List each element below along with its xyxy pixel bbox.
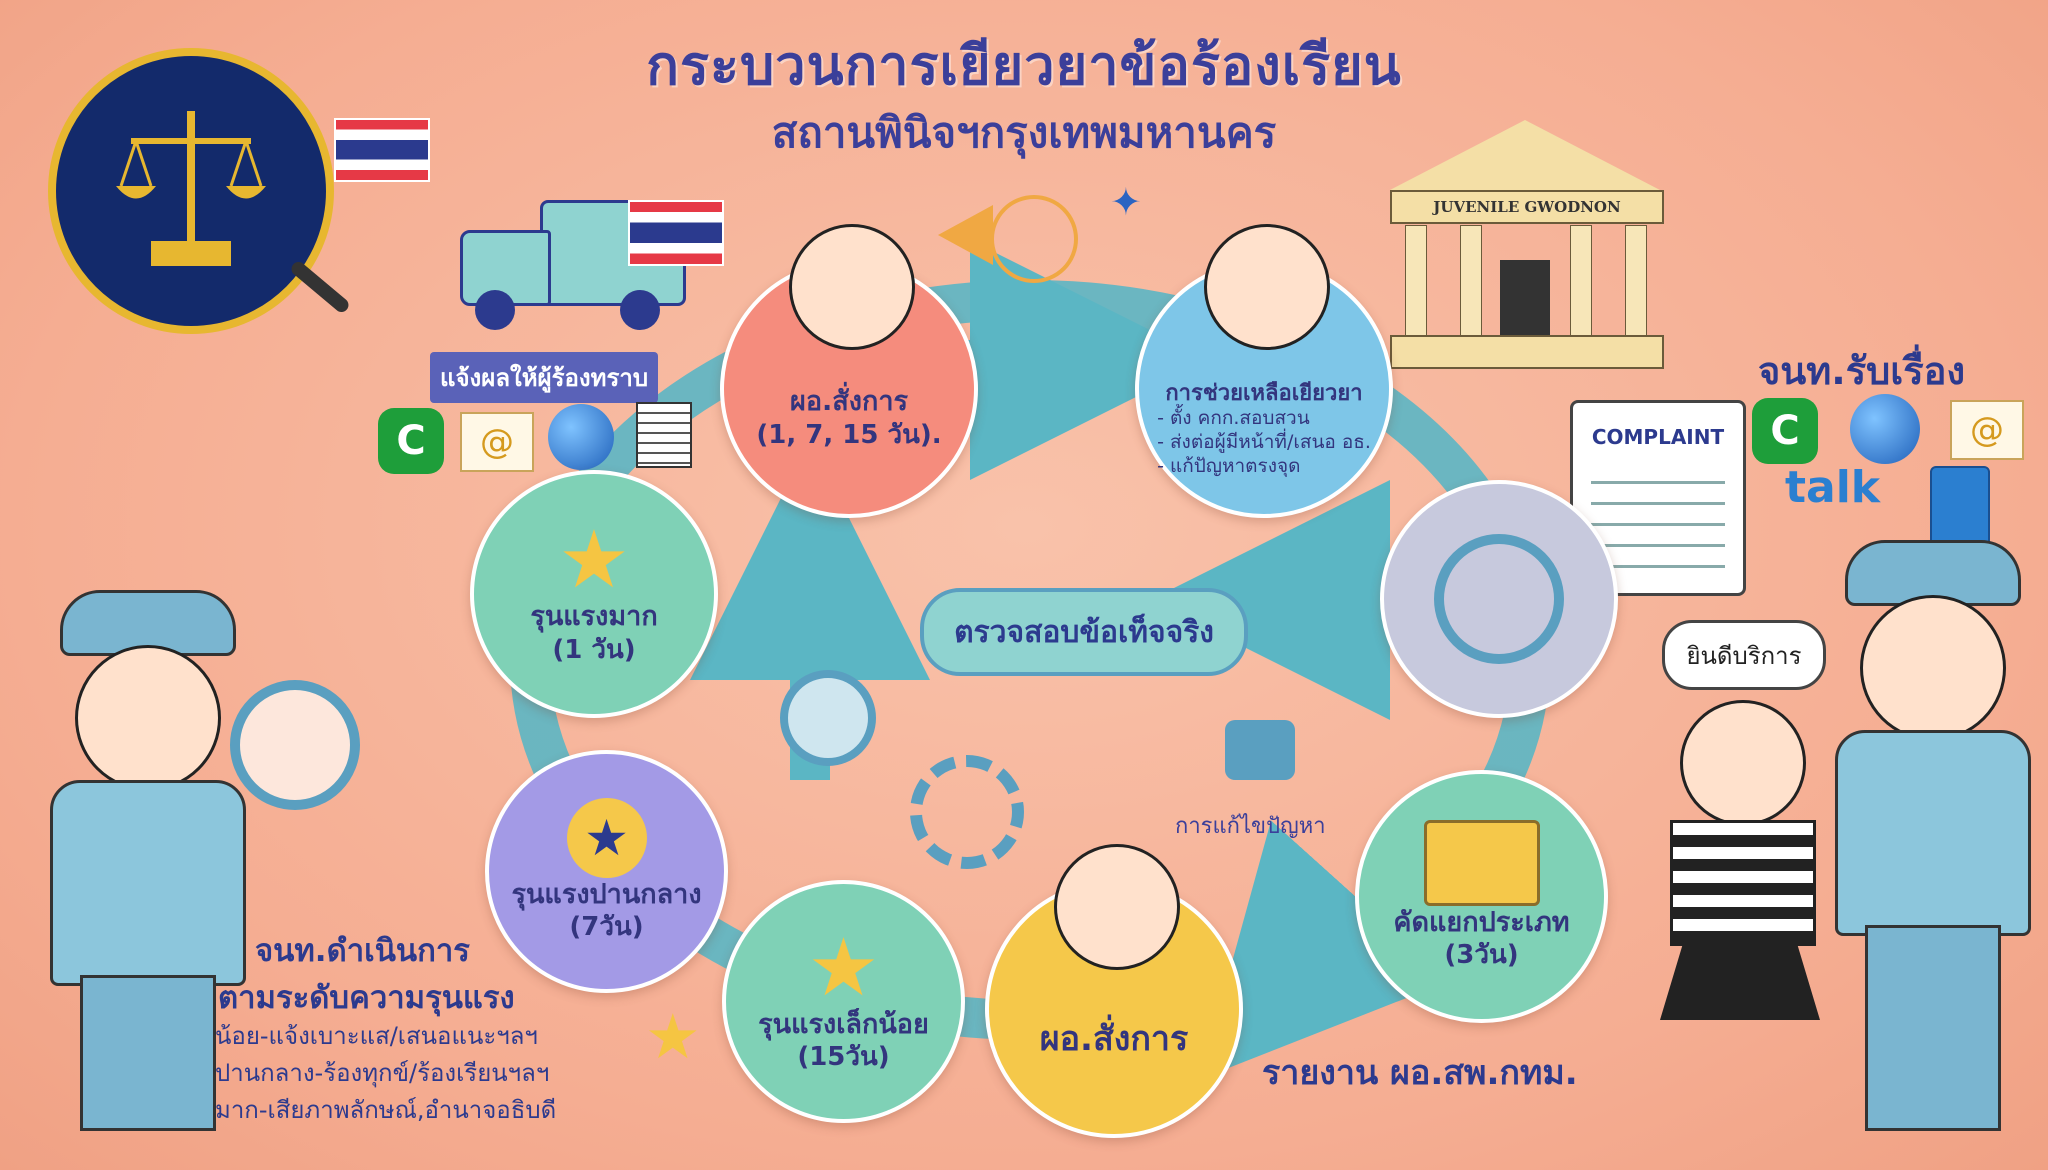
magnifier-icon [230,680,360,810]
clipboard-icon: COMPLAINT [1570,400,1746,596]
megaphone-icon [938,205,993,265]
lock-icon [1225,720,1295,780]
step-order-top: ผอ.สั่งการ (1, 7, 15 วัน). [720,224,978,518]
officer-action-list: น้อย-แจ้งเบาะแส/เสนอแนะฯลฯ ปานกลาง-ร้องท… [215,1022,557,1125]
officer-left [30,590,260,1131]
page-subtitle: สถานพินิจฯกรุงเทพมหานคร [771,108,1277,157]
line-app-icon[interactable]: C [378,408,444,474]
report-label: รายงาน ผอ.สพ.กทม. [1262,1053,1578,1093]
document-icon [636,402,692,468]
folder-icon [1423,819,1540,906]
student-avatar [1054,844,1180,970]
thai-flag-icon [334,118,430,182]
assist-items: - ตั้ง คกก.สอบสวน - ส่งต่อผู้มีหน้าที่/เ… [1157,407,1371,477]
step-assist: การช่วยเหลือเยียวยา - ตั้ง คกก.สอบสวน - … [1135,224,1393,518]
scales-emblem-icon [48,48,334,334]
email-icon[interactable]: @ [1950,400,2024,460]
step-severe: ★ รุนแรงมาก (1 วัน) [470,470,718,718]
talk-label: talk [1785,462,1881,513]
notify-banner: แจ้งผลให้ผู้ร้องทราบ [430,352,659,403]
email-icon[interactable]: @ [460,412,534,472]
star-icon: ★ [645,1000,701,1073]
page-title: กระบวนการเยียวยาข้อร้องเรียน [646,34,1402,97]
globe-icon[interactable] [1850,394,1920,464]
sparkle-icon: ✦ [1110,180,1142,224]
receive-heading: จนท.รับเรื่อง [1758,349,1966,393]
officer-action-head1: จนท.ดำเนินการ [255,933,470,969]
student-avatar [1204,224,1330,350]
line-app-icon[interactable]: C [1752,398,1818,464]
arrow-down [1199,820,1450,1080]
student-avatar [789,224,915,350]
sun-icon [990,195,1078,283]
court-building-icon: JUVENILE GWODNON [1390,120,1664,370]
step-classify: คัดแยกประเภท (3วัน) [1355,770,1608,1023]
verify-pill: ตรวจสอบข้อเท็จจริง [920,588,1248,676]
welcome-bubble: ยินดีบริการ [1662,620,1826,690]
officer-right [1815,540,2045,1131]
globe-icon[interactable] [548,404,614,470]
magnifier-icon [780,670,876,766]
problem-solving-label: การแก้ไขปัญหา [1175,814,1326,839]
star-badge-icon: ★ [566,797,647,878]
step-medium: ★ รุนแรงปานกลาง (7วัน) [485,750,728,993]
step-order-bottom: ผอ.สั่งการ [985,844,1243,1138]
officer-action-head2: ตามระดับความรุนแรง [218,980,515,1016]
gear-icon [910,755,1024,869]
complaint-label: COMPLAINT [1591,425,1725,449]
mailbox-icon [1930,466,1990,550]
thai-flag-icon [628,200,724,266]
step-minor: ★ รุนแรงเล็กน้อย (15วัน) [722,880,965,1123]
step-search [1380,480,1618,718]
star-icon: ★ [807,920,880,1014]
magnifier-icon [1434,534,1564,664]
star-icon: ★ [558,513,630,607]
child-right [1655,700,1825,1130]
